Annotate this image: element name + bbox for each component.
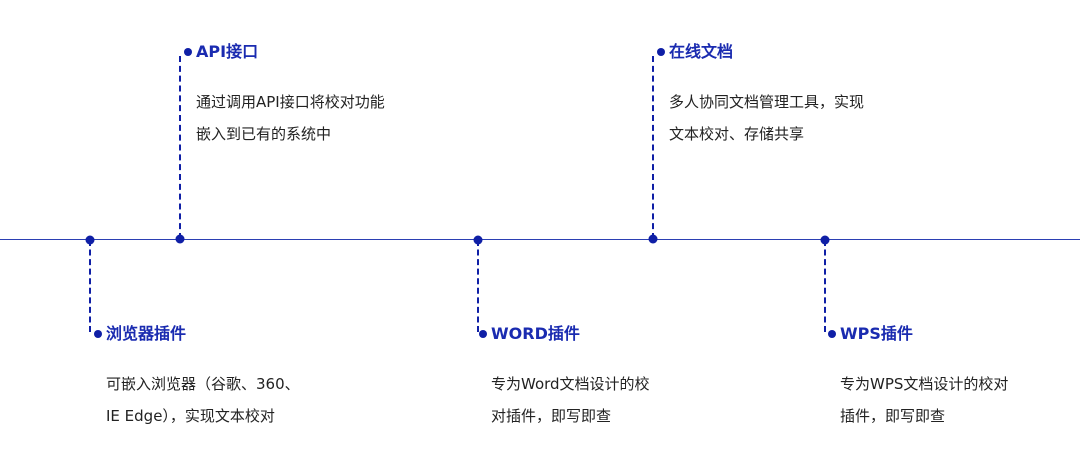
item-desc-line: 专为Word文档设计的校	[491, 375, 650, 393]
timeline-axis	[0, 239, 1080, 240]
item-desc-line: 专为WPS文档设计的校对	[840, 375, 1009, 393]
stem-online-doc	[652, 56, 654, 239]
item-dot-online-doc	[657, 48, 665, 56]
stem-word	[477, 240, 479, 332]
axis-dot-online-doc	[648, 234, 658, 244]
item-desc-api: 通过调用API接口将校对功能 嵌入到已有的系统中	[196, 86, 385, 150]
item-desc-line: 多人协同文档管理工具，实现	[669, 93, 865, 111]
item-title-api: API接口	[196, 42, 259, 61]
item-desc-line: 嵌入到已有的系统中	[196, 125, 332, 143]
item-desc-wps: 专为WPS文档设计的校对 插件，即写即查	[840, 368, 1008, 432]
item-dot-api	[184, 48, 192, 56]
stem-wps	[824, 240, 826, 332]
stem-browser	[89, 240, 91, 332]
item-desc-line: 通过调用API接口将校对功能	[196, 93, 385, 111]
timeline-item-wps: WPS插件 专为WPS文档设计的校对 插件，即写即查	[828, 322, 1008, 432]
timeline-item-word: WORD插件 专为Word文档设计的校 对插件，即写即查	[479, 322, 650, 432]
timeline-item-browser: 浏览器插件 可嵌入浏览器（谷歌、360、 IE Edge），实现文本校对	[94, 322, 300, 432]
item-desc-browser: 可嵌入浏览器（谷歌、360、 IE Edge），实现文本校对	[106, 368, 300, 432]
item-desc-word: 专为Word文档设计的校 对插件，即写即查	[491, 368, 650, 432]
timeline-item-online-doc: 在线文档 多人协同文档管理工具，实现 文本校对、存储共享	[657, 40, 864, 150]
item-title-word: WORD插件	[491, 324, 580, 343]
item-desc-online-doc: 多人协同文档管理工具，实现 文本校对、存储共享	[669, 86, 864, 150]
timeline-item-api: API接口 通过调用API接口将校对功能 嵌入到已有的系统中	[184, 40, 385, 150]
item-desc-line: 对插件，即写即查	[491, 407, 612, 425]
item-desc-line: IE Edge），实现文本校对	[106, 407, 275, 425]
stem-api	[179, 56, 181, 239]
item-title-online-doc: 在线文档	[669, 42, 734, 61]
item-dot-browser	[94, 330, 102, 338]
item-desc-line: 插件，即写即查	[840, 407, 946, 425]
item-desc-line: 文本校对、存储共享	[669, 125, 805, 143]
item-title-browser: 浏览器插件	[106, 324, 187, 343]
axis-dot-api	[175, 234, 185, 244]
item-title-wps: WPS插件	[840, 324, 913, 343]
item-desc-line: 可嵌入浏览器（谷歌、360、	[106, 375, 300, 393]
item-dot-word	[479, 330, 487, 338]
item-dot-wps	[828, 330, 836, 338]
